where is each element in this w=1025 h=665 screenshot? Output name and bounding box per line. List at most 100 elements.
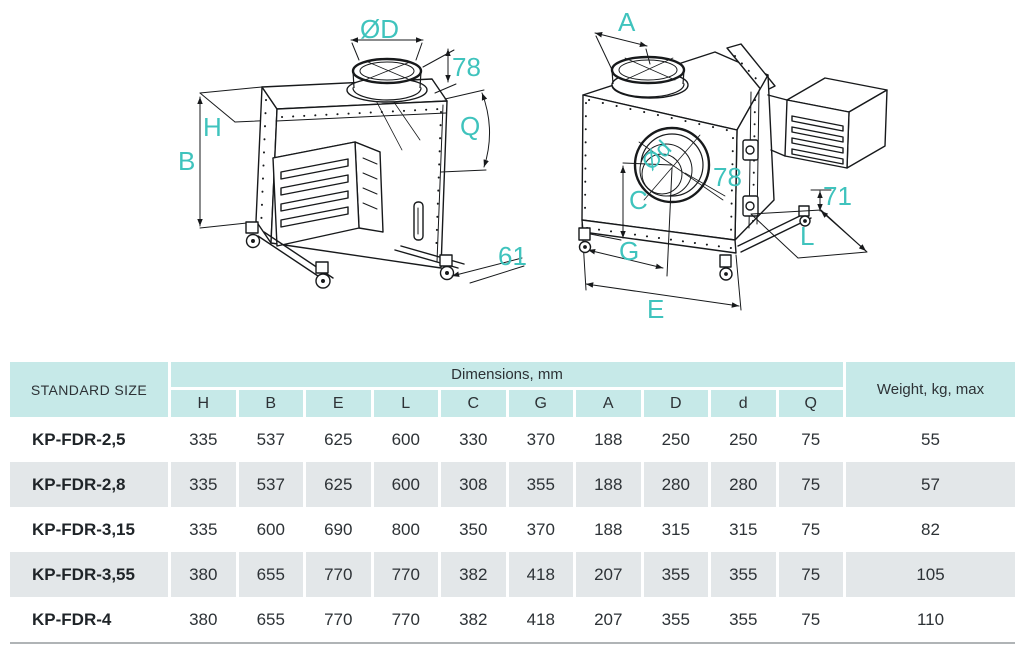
dimension-cell: 418 (508, 552, 573, 597)
dimension-cell: 250 (661, 429, 690, 449)
casters (245, 221, 465, 289)
dim-label-e: E (647, 294, 665, 324)
dim-61-lines (451, 257, 525, 284)
dimension-cell: 75 (801, 519, 821, 539)
right-technical-drawing (578, 32, 888, 311)
dim-q-lines (440, 89, 491, 173)
dim-label-od: ØD (360, 14, 399, 44)
model-cell: KP-FDR-3,15 (32, 519, 135, 539)
weight-cell: 110 (916, 609, 945, 629)
dimension-cell: 625 (324, 429, 353, 449)
dimension-cell: 355 (729, 609, 758, 629)
dim-label-g: G (619, 236, 640, 266)
dimension-cell: 600 (373, 462, 438, 507)
dimension-cell: 382 (441, 552, 506, 597)
dimension-cell: 207 (576, 552, 641, 597)
dimension-cell: 537 (238, 462, 303, 507)
motor-louver-box (767, 77, 888, 169)
dim-label-b: B (178, 146, 196, 176)
dimension-cell: 75 (801, 429, 821, 449)
dimension-cell: 188 (576, 462, 641, 507)
frame-column (742, 89, 760, 229)
header-weight: Weight, kg, max (846, 362, 1015, 417)
left-technical-drawing (197, 37, 525, 289)
dim-label-71: 71 (823, 181, 852, 211)
dimension-cell: 315 (729, 519, 758, 539)
dimension-cell: 800 (391, 519, 420, 539)
dimension-cell: 75 (778, 552, 843, 597)
right-drawing: A Ød 78 C G E 71 L (555, 0, 1025, 345)
dim-71-l-lines (750, 189, 868, 259)
dimension-cell: 770 (373, 552, 438, 597)
duct-collar (346, 57, 428, 103)
dimension-cell: 280 (643, 462, 708, 507)
dim-label-h: H (203, 112, 222, 142)
dimension-cell: 770 (391, 609, 420, 629)
dimension-cell: 75 (778, 462, 843, 507)
weight-cell: 55 (921, 429, 940, 449)
dimension-cell: 330 (459, 429, 488, 449)
header-col-q: Q (778, 390, 843, 417)
dimension-cell: 770 (306, 552, 371, 597)
dimension-cell: 770 (324, 609, 353, 629)
dim-c-lines (584, 162, 673, 241)
dim-label-l: L (800, 221, 815, 251)
dimension-cell: 355 (643, 552, 708, 597)
header-dimensions-group: Dimensions, mm (171, 362, 843, 387)
dimension-cell: 380 (171, 552, 236, 597)
header-col-d-small: d (711, 390, 776, 417)
dim-78-lines (422, 48, 457, 94)
model-cell: KP-FDR-3,55 (10, 552, 168, 597)
dimension-cell: 380 (189, 609, 218, 629)
header-col-h: H (171, 390, 236, 417)
dim-label-c: C (629, 185, 648, 215)
dim-label-61: 61 (498, 241, 527, 271)
header-standard-size: STANDARD SIZE (10, 362, 168, 417)
weight-cell: 82 (921, 519, 940, 539)
weight-cell: 105 (846, 552, 1015, 597)
dim-od-lines (350, 37, 424, 61)
dimension-cell: 370 (526, 429, 555, 449)
dimension-cell: 335 (171, 462, 236, 507)
dim-label-q: Q (460, 111, 481, 141)
dimension-cell: 75 (801, 609, 821, 629)
dimension-cell: 207 (594, 609, 623, 629)
weight-cell: 57 (846, 462, 1015, 507)
dimension-cell: 355 (711, 552, 776, 597)
dimension-cell: 308 (441, 462, 506, 507)
dimension-cell: 188 (594, 519, 623, 539)
dimension-cell: 537 (256, 429, 285, 449)
dimension-cell: 370 (526, 519, 555, 539)
dimension-cell: 690 (324, 519, 353, 539)
dim-a-lines (594, 32, 651, 75)
header-col-l: L (373, 390, 438, 417)
dim-label-a: A (618, 7, 636, 37)
left-drawing: ØD 78 H B Q 61 (140, 0, 560, 300)
dimension-cell: 600 (256, 519, 285, 539)
header-col-b: B (238, 390, 303, 417)
dimension-cell: 280 (711, 462, 776, 507)
dim-g-e-lines (581, 167, 742, 311)
dim-label-78-right: 78 (713, 162, 742, 192)
dimension-cell: 600 (391, 429, 420, 449)
dimension-cell: 335 (189, 429, 218, 449)
header-col-d: D (643, 390, 708, 417)
model-cell: KP-FDR-2,8 (10, 462, 168, 507)
dimension-cell: 315 (661, 519, 690, 539)
door-handle (413, 201, 424, 241)
dimension-cell: 250 (729, 429, 758, 449)
dimension-cell: 655 (238, 552, 303, 597)
header-col-g: G (508, 390, 573, 417)
dimension-cell: 625 (306, 462, 371, 507)
louver-grille (272, 141, 384, 247)
header-col-e: E (306, 390, 371, 417)
duct-collar-right (610, 55, 689, 99)
model-cell: KP-FDR-2,5 (32, 429, 126, 449)
dimension-cell: 350 (459, 519, 488, 539)
header-col-c: C (441, 390, 506, 417)
dim-78-leader (684, 172, 726, 197)
dimension-cell: 655 (256, 609, 285, 629)
dimension-cell: 335 (189, 519, 218, 539)
model-cell: KP-FDR-4 (32, 609, 112, 629)
